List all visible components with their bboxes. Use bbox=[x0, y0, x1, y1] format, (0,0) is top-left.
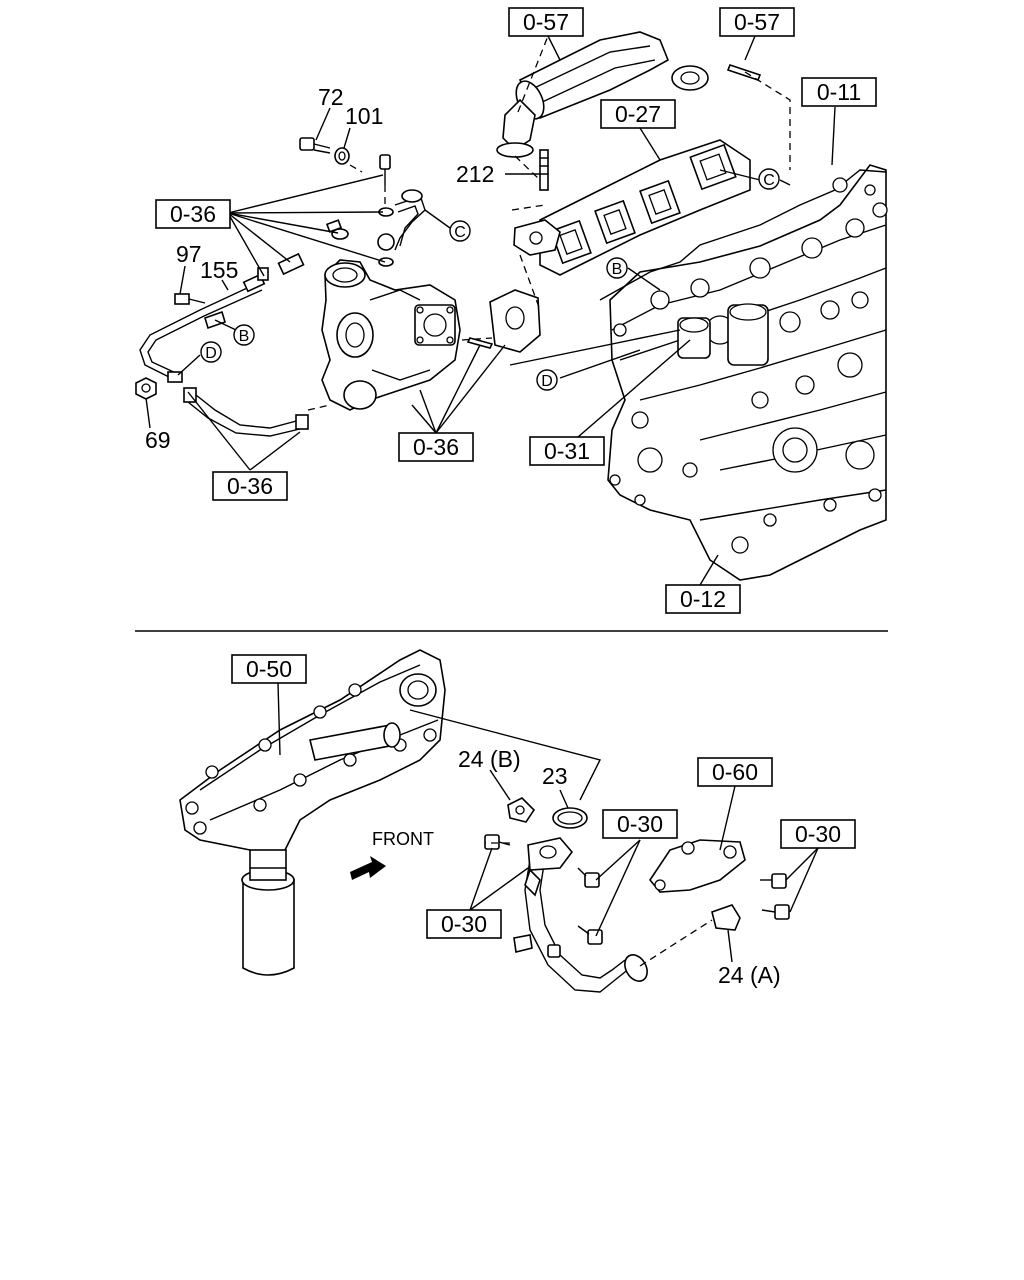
svg-text:0-50: 0-50 bbox=[246, 656, 292, 682]
part-number-101: 101 bbox=[345, 103, 383, 129]
svg-text:0-60: 0-60 bbox=[712, 759, 758, 785]
front-arrow-icon bbox=[350, 856, 386, 880]
svg-text:0-36: 0-36 bbox=[413, 434, 459, 460]
turbo-gasket-drawing bbox=[466, 289, 541, 353]
svg-text:0-30: 0-30 bbox=[617, 811, 663, 837]
ref-box-0-36-upper[interactable]: 0-36 bbox=[155, 199, 231, 229]
part-number-24b: 24 (B) bbox=[458, 746, 521, 772]
svg-text:0-57: 0-57 bbox=[523, 9, 569, 35]
marker-b-left: B bbox=[233, 324, 255, 346]
svg-text:0-27: 0-27 bbox=[615, 101, 661, 127]
oil-cooler-drawing bbox=[179, 649, 446, 976]
marker-c-left: C bbox=[449, 220, 471, 242]
front-label: FRONT bbox=[372, 829, 434, 849]
svg-text:0-12: 0-12 bbox=[680, 586, 726, 612]
part-number-212: 212 bbox=[456, 161, 494, 187]
water-pipe-drawing bbox=[484, 797, 648, 993]
bracket-drawing bbox=[649, 839, 790, 931]
ref-box-0-36-center[interactable]: 0-36 bbox=[398, 432, 474, 462]
bolt-72-drawing bbox=[299, 137, 395, 267]
ref-box-0-12[interactable]: 0-12 bbox=[665, 584, 741, 614]
part-number-72: 72 bbox=[318, 84, 344, 110]
ref-box-0-57-right[interactable]: 0-57 bbox=[719, 7, 795, 37]
ref-box-0-11[interactable]: 0-11 bbox=[801, 77, 877, 107]
part-number-155: 155 bbox=[200, 257, 238, 283]
intake-manifold-drawing bbox=[539, 139, 751, 276]
ref-box-0-27[interactable]: 0-27 bbox=[600, 99, 676, 129]
ref-box-0-30-right[interactable]: 0-30 bbox=[780, 819, 856, 849]
marker-d-left: D bbox=[200, 341, 222, 363]
svg-text:0-11: 0-11 bbox=[817, 79, 861, 105]
svg-text:D: D bbox=[541, 373, 553, 390]
ref-box-0-50[interactable]: 0-50 bbox=[231, 654, 307, 684]
svg-text:C: C bbox=[763, 172, 775, 189]
part-number-97: 97 bbox=[176, 241, 202, 267]
svg-text:C: C bbox=[454, 224, 466, 241]
marker-c-right: C bbox=[758, 168, 780, 190]
svg-text:0-36: 0-36 bbox=[170, 201, 216, 227]
turbocharger-drawing bbox=[321, 259, 461, 411]
ref-box-0-57-left[interactable]: 0-57 bbox=[508, 7, 584, 37]
svg-text:B: B bbox=[612, 261, 623, 278]
marker-d-right: D bbox=[536, 369, 558, 391]
svg-text:0-31: 0-31 bbox=[544, 438, 590, 464]
part-number-23: 23 bbox=[542, 763, 568, 789]
leader-lines bbox=[145, 35, 836, 967]
svg-text:B: B bbox=[239, 328, 250, 345]
svg-text:D: D bbox=[205, 345, 217, 362]
ref-box-0-36-lower[interactable]: 0-36 bbox=[212, 471, 288, 501]
part-number-69: 69 bbox=[145, 427, 171, 453]
part-number-24a: 24 (A) bbox=[718, 962, 781, 988]
marker-b-right: B bbox=[606, 257, 628, 279]
ref-box-0-31[interactable]: 0-31 bbox=[529, 436, 605, 466]
svg-text:0-57: 0-57 bbox=[734, 9, 780, 35]
ref-box-0-60[interactable]: 0-60 bbox=[697, 757, 773, 787]
egr-cooler-drawing bbox=[496, 31, 762, 256]
ref-box-0-30-center[interactable]: 0-30 bbox=[602, 809, 678, 839]
engine-block-drawing bbox=[599, 164, 888, 581]
svg-text:0-30: 0-30 bbox=[795, 821, 841, 847]
svg-text:0-30: 0-30 bbox=[441, 911, 487, 937]
svg-text:0-36: 0-36 bbox=[227, 473, 273, 499]
ref-box-0-30-left[interactable]: 0-30 bbox=[426, 909, 502, 939]
